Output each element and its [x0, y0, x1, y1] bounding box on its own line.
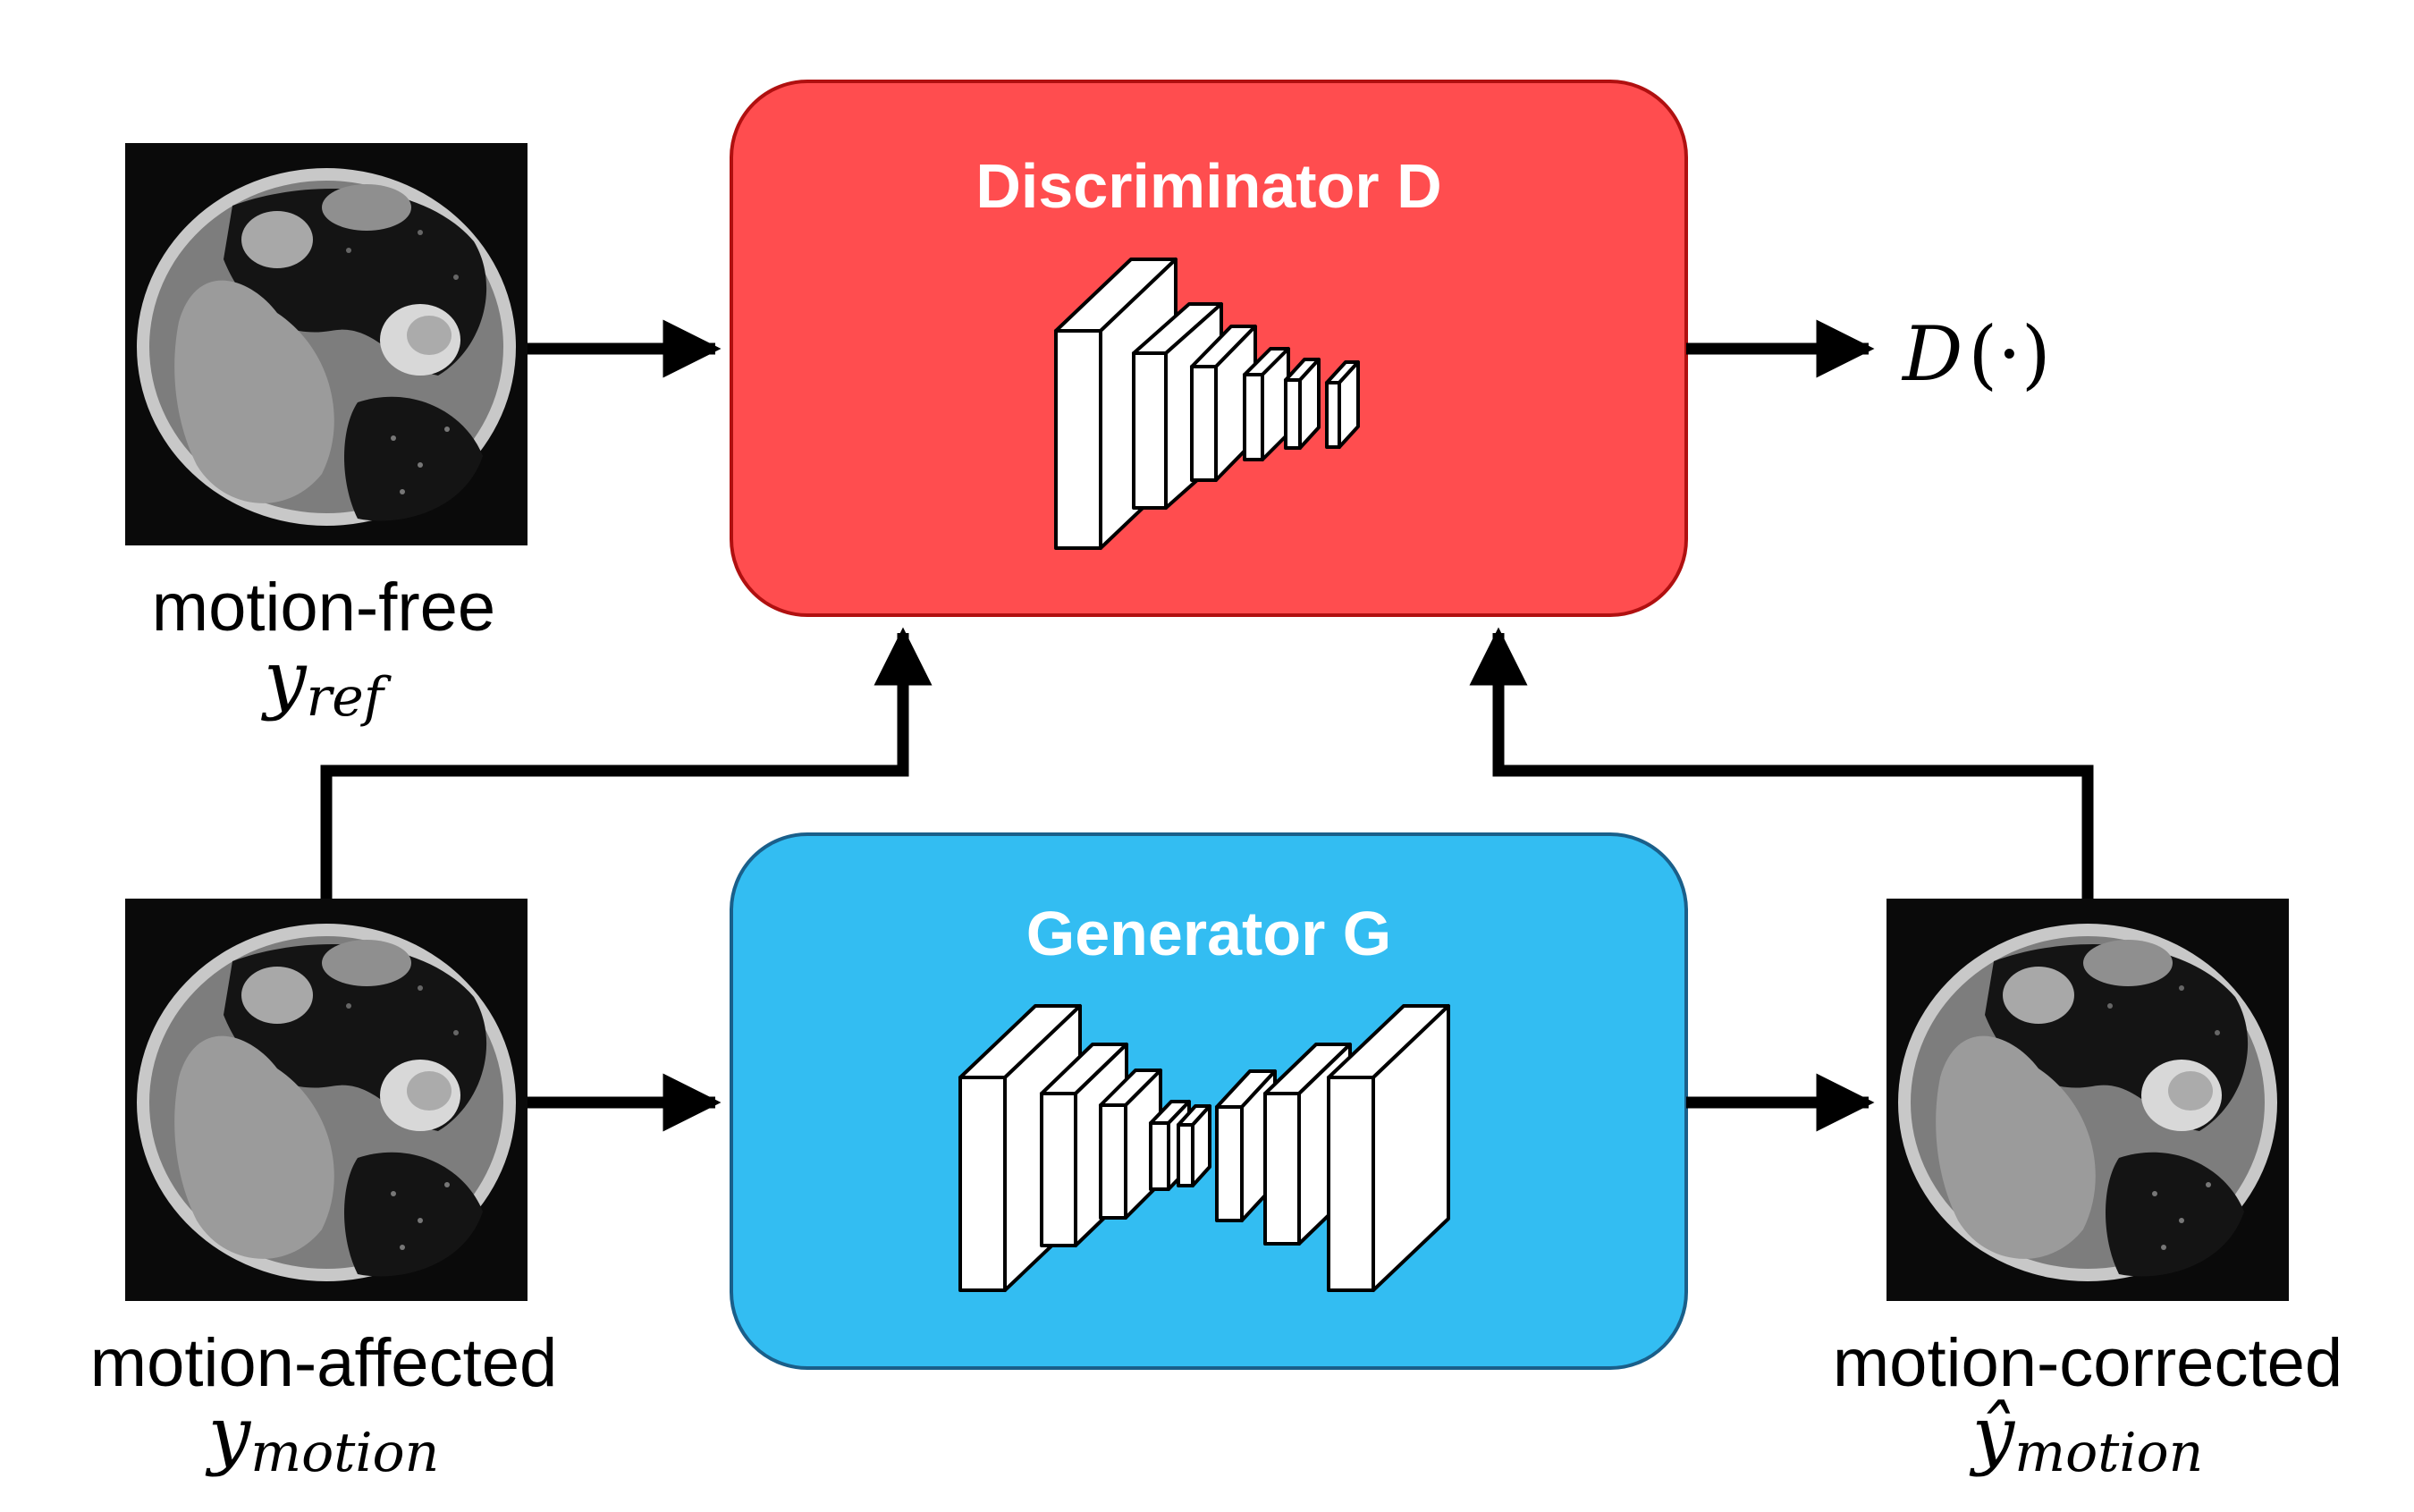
- discriminator-network-icon: [1054, 258, 1360, 550]
- motion-free-image: [125, 143, 528, 545]
- motion-affected-image: [125, 899, 528, 1301]
- motion-free-label: motion-free: [152, 570, 495, 646]
- arrow-affected-to-discriminator: [320, 627, 933, 899]
- generator-network-icon: [958, 1004, 1450, 1292]
- motion-affected-variable: ymotion: [205, 1390, 440, 1484]
- motion-corrected-variable: ŷmotion: [1969, 1390, 2204, 1484]
- motion-free-variable: yref: [260, 635, 392, 729]
- arrow-corrected-to-discriminator: [1469, 627, 2094, 899]
- motion-corrected-image: [1886, 899, 2289, 1301]
- motion-affected-label: motion-affected: [90, 1325, 557, 1401]
- discriminator-title: Discriminator D: [975, 151, 1441, 221]
- discriminator-output-label: D(·): [1901, 310, 2051, 398]
- motion-corrected-label: motion-corrected: [1833, 1325, 2342, 1401]
- generator-title: Generator G: [1026, 899, 1391, 968]
